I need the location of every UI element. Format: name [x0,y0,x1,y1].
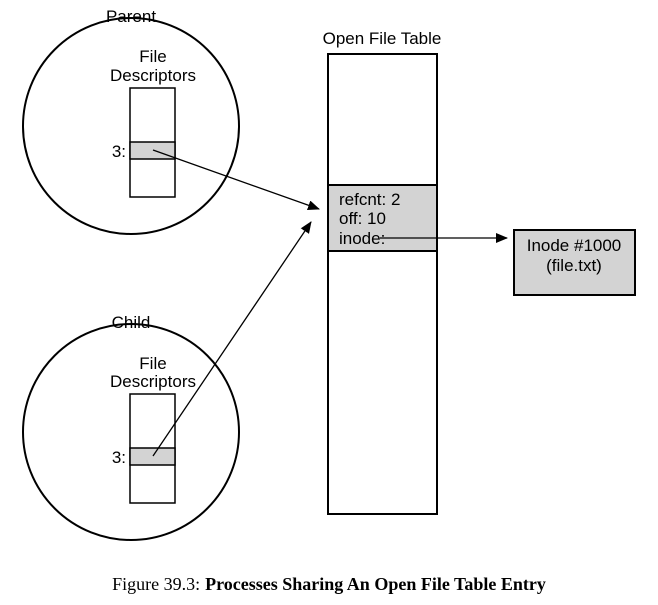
child-fd-index: 3: [112,448,126,467]
open-file-table: Open File Table refcnt: 2 off: 10 inode: [323,29,442,515]
inode-box [513,229,636,296]
inode-number: Inode #1000 [527,236,622,255]
figure-caption: Figure 39.3:Processes Sharing An Open Fi… [112,574,546,594]
entry-refcnt: refcnt: 2 [339,190,400,209]
open-file-table-title: Open File Table [323,29,442,48]
parent-circle [22,17,240,235]
parent-fd-slot-3 [129,141,176,160]
open-file-table-entry [327,184,438,252]
caption-number: Figure 39.3: [112,574,200,594]
child-fd-slot-3 [129,447,176,466]
child-fd-arrow [152,221,312,457]
parent-fd-label-line2: Descriptors [110,66,196,85]
child-fd-label-line2: Descriptors [110,372,196,391]
child-process: Child File Descriptors 3: [22,313,240,541]
parent-process: Parent File Descriptors 3: [22,7,240,235]
inode: Inode #1000 (file.txt) [513,229,636,296]
parent-fd-arrow [152,149,320,211]
inode-file-name: (file.txt) [546,256,602,275]
child-title: Child [112,313,151,332]
entry-inode: inode: [339,229,385,248]
child-circle [22,323,240,541]
caption-title: Processes Sharing An Open File Table Ent… [205,574,546,594]
parent-fd-label-line1: File [139,47,166,66]
open-file-table-box [327,53,438,515]
entry-off: off: 10 [339,209,386,228]
child-fd-label-line1: File [139,354,166,373]
parent-title: Parent [106,7,156,26]
parent-fd-index: 3: [112,142,126,161]
